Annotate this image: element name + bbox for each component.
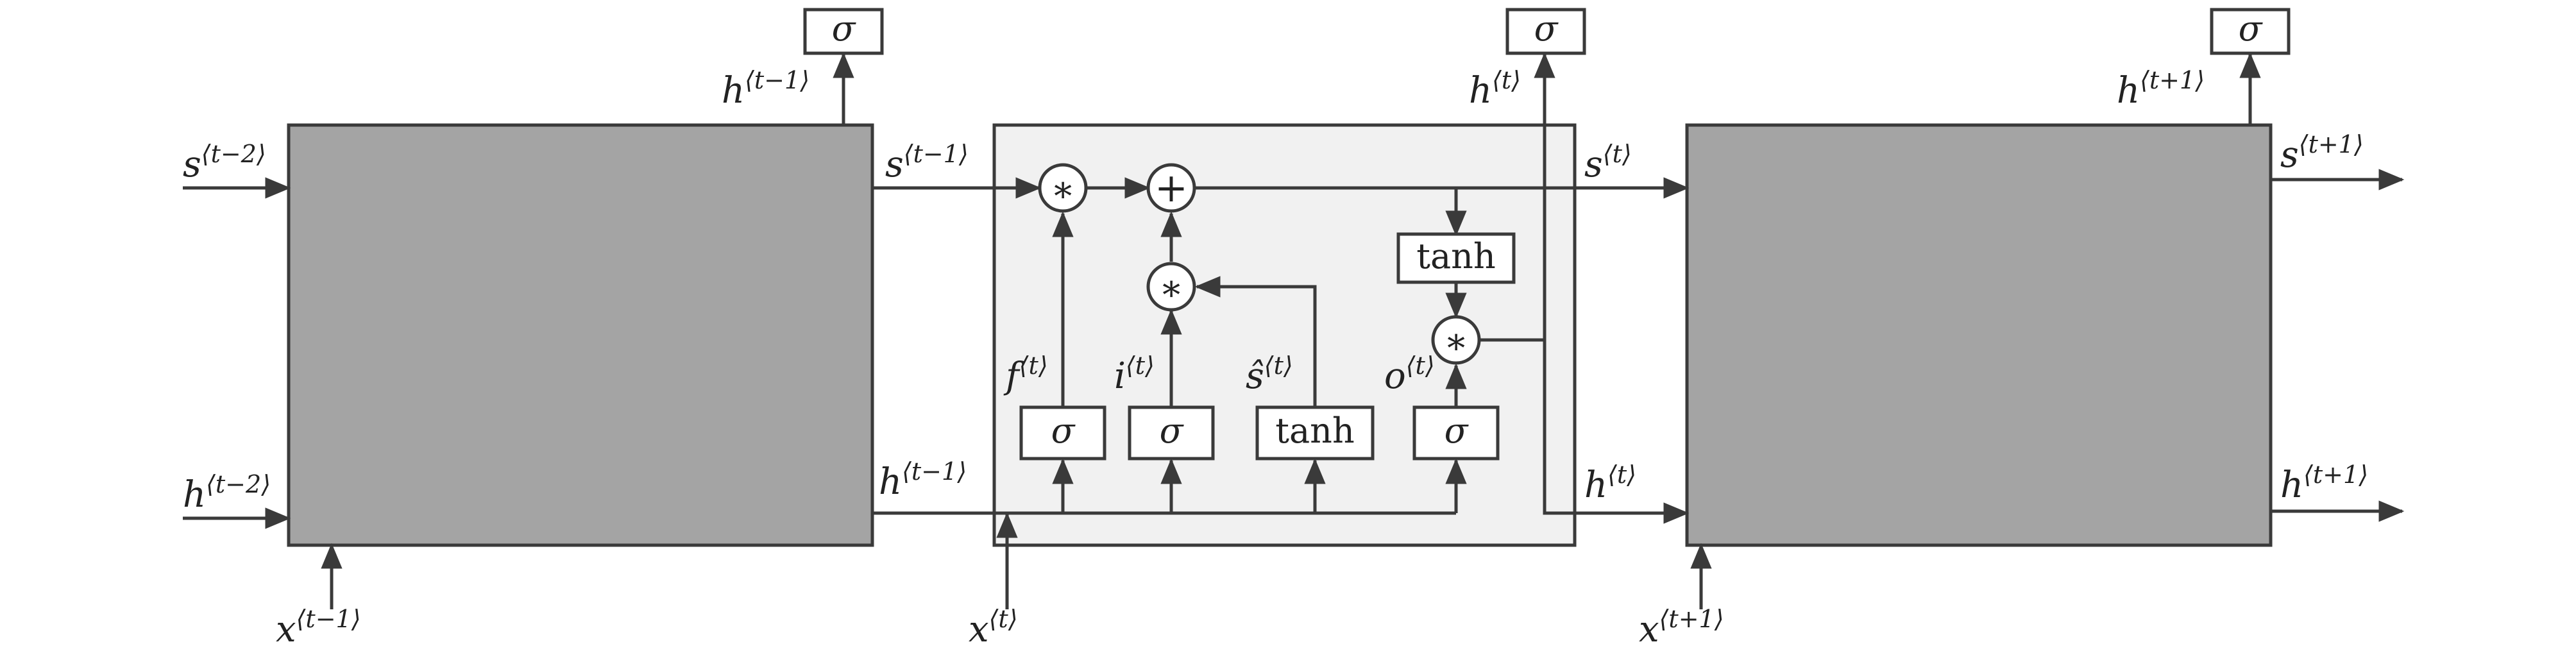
label-h-t-plus-1: h⟨t+1⟩ (2280, 461, 2368, 506)
label-h-out-t: h⟨t⟩ (1469, 66, 1521, 112)
label-h-out-t-plus-1: h⟨t+1⟩ (2117, 66, 2205, 112)
input-gate-sigma-box (1128, 405, 1215, 461)
center-output-sigma-box (1505, 8, 1586, 55)
candidate-tanh-box (1255, 405, 1375, 461)
label-h-in-t-minus-1: h⟨t−1⟩ (879, 457, 967, 503)
label-f-t: f⟨t⟩ (1003, 351, 1048, 397)
label-shat-t: ŝ⟨t⟩ (1246, 351, 1293, 397)
sigma-label: σ (1445, 410, 1470, 451)
left-output-sigma-box (803, 8, 884, 55)
label-h-t-minus-2: h⟨t−2⟩ (183, 470, 271, 516)
candidate-to-mul (1194, 276, 1317, 407)
right-output-sigma-box (2210, 8, 2291, 55)
label-s-t: s⟨t⟩ (1584, 140, 1632, 185)
hidden-output-path (1480, 338, 1690, 524)
add-node (1146, 163, 1196, 213)
sigma-label: σ (1160, 410, 1185, 451)
tanh-label: tanh (1416, 236, 1495, 276)
multiply-symbol: ∗ (1444, 321, 1468, 362)
multiply-symbol: ∗ (1051, 169, 1075, 210)
label-x-t: x⟨t⟩ (969, 605, 1018, 650)
forget-gate-sigma-box (1019, 405, 1106, 461)
tanh-label: tanh (1275, 410, 1354, 451)
forget-multiply-node (1038, 163, 1088, 213)
right-lstm-cell (1685, 123, 2273, 547)
output-gate-sigma-box (1412, 405, 1500, 461)
label-s-t-minus-2: s⟨t−2⟩ (183, 140, 266, 185)
label-h-out-t-minus-1: h⟨t−1⟩ (722, 66, 809, 112)
label-o-t: o⟨t⟩ (1384, 351, 1435, 397)
label-x-t-minus-1: x⟨t−1⟩ (276, 605, 361, 650)
label-i-t: i⟨t⟩ (1114, 351, 1155, 397)
multiply-symbol: ∗ (1159, 267, 1183, 309)
output-multiply-node (1431, 315, 1481, 365)
input-multiply-node (1146, 262, 1196, 312)
tanh-cell-box (1396, 232, 1516, 284)
sigma-label: σ (1534, 8, 1559, 49)
label-s-t-plus-1: s⟨t+1⟩ (2280, 130, 2364, 176)
label-h-t: h⟨t⟩ (1584, 461, 1636, 506)
sigma-label: σ (832, 8, 857, 49)
sigma-label: σ (1051, 410, 1076, 451)
add-symbol: + (1155, 164, 1188, 211)
label-x-t-plus-1: x⟨t+1⟩ (1639, 605, 1724, 650)
label-s-t-minus-1: s⟨t−1⟩ (885, 140, 969, 185)
left-lstm-cell (287, 123, 874, 547)
sigma-label: σ (2239, 8, 2264, 49)
